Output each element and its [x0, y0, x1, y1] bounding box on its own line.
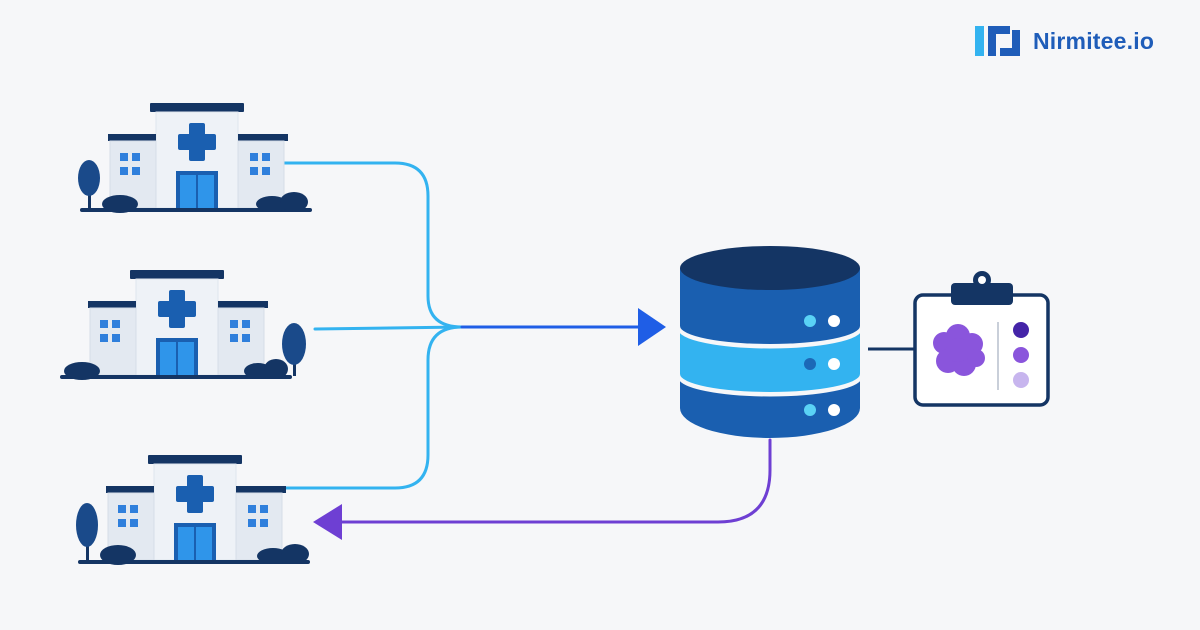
- clipboard-report-icon: [913, 271, 1050, 407]
- report-node: [913, 271, 1050, 407]
- nirmitee-logo-icon: [975, 26, 1020, 56]
- flow-line-hospital-2: [313, 325, 464, 331]
- brand-name: Nirmitee.io: [1033, 27, 1155, 54]
- database-node: [677, 246, 863, 438]
- hospital-node-1: [78, 102, 313, 213]
- hospital-icon: [59, 269, 293, 380]
- brand-logo[interactable]: Nirmitee.io: [975, 22, 1154, 60]
- outbound-arrowhead: [313, 504, 342, 540]
- inbound-flow-lines: [276, 161, 642, 490]
- inbound-arrowhead: [638, 308, 666, 346]
- flow-line-hospital-3: [276, 325, 464, 490]
- database-icon: [677, 246, 863, 438]
- hospital-node-3: [76, 454, 311, 565]
- hospital-node-2: [59, 269, 306, 380]
- outbound-flow-line: [338, 438, 772, 524]
- flow-line-hospital-1: [280, 161, 464, 329]
